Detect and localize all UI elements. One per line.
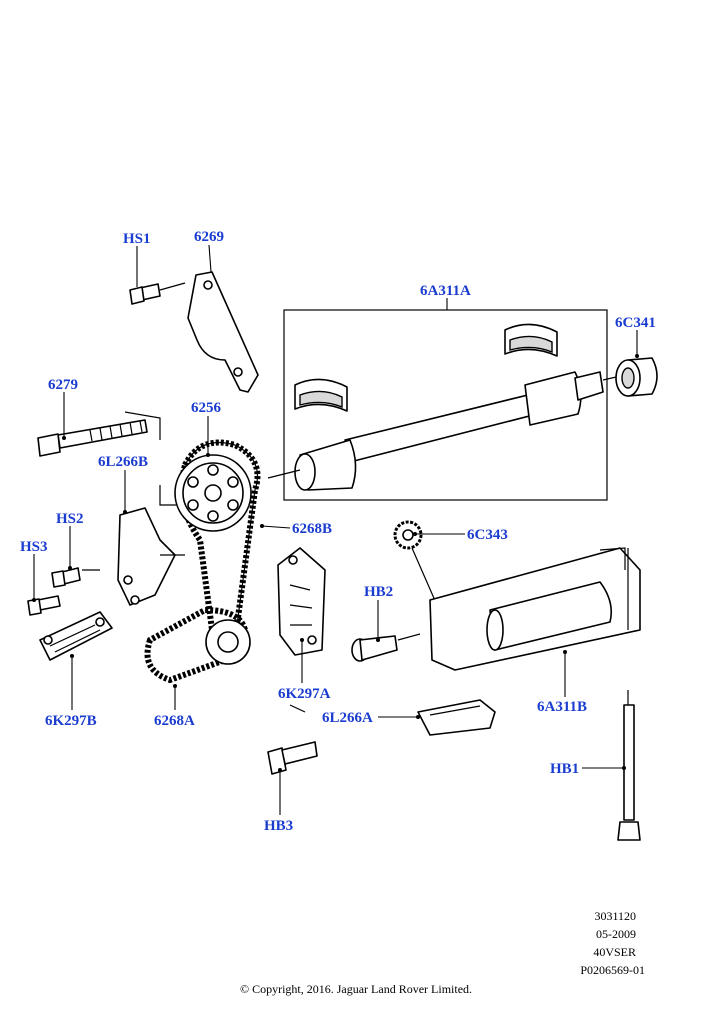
callout-hs1: HS1 [123, 231, 151, 247]
callout-6l266a: 6L266A [322, 710, 373, 726]
bolt-6279 [37, 411, 180, 506]
callout-6k297a: 6K297A [278, 686, 331, 702]
callout-6a311a: 6A311A [420, 283, 471, 299]
callout-hb3: HB3 [264, 818, 293, 834]
callout-6l266b: 6L266B [98, 454, 148, 470]
bush-6c341 [615, 357, 658, 397]
bolt-hs2 [51, 567, 100, 588]
leader-lines [32, 244, 639, 815]
callout-6268a: 6268A [154, 713, 195, 729]
callout-6256: 6256 [191, 400, 222, 416]
footer-ref: 3031120 [594, 909, 636, 923]
plate-6269 [159, 271, 259, 393]
callout-6268b: 6268B [292, 521, 332, 537]
footer-date: 05-2009 [596, 927, 636, 941]
callout-6279: 6279 [48, 377, 78, 393]
footer-model: 40VSER [593, 945, 636, 959]
guide-6k297a [277, 547, 326, 656]
copyright-notice: © Copyright, 2016. Jaguar Land Rover Lim… [240, 982, 472, 996]
callout-6k297b: 6K297B [45, 713, 97, 729]
callout-hs3: HS3 [20, 539, 48, 555]
bolt-hb2 [351, 633, 421, 662]
callout-6269: 6269 [194, 229, 224, 245]
callout-hs2: HS2 [56, 511, 84, 527]
callout-6c341: 6C341 [615, 315, 656, 331]
bolt-hs3 [27, 595, 61, 616]
footer-figure: P0206569-01 [580, 963, 645, 977]
balance-shaft-assembly [267, 309, 626, 501]
callout-6a311b: 6A311B [537, 699, 587, 715]
guide-6k297b [39, 611, 113, 661]
callout-labels: HS1 6269 6A311A 6C341 6279 6256 6L266B H… [20, 229, 656, 834]
callout-6c343: 6C343 [467, 527, 508, 543]
timing-chain-6268a [144, 606, 251, 684]
sprocket-6256 [174, 454, 252, 532]
footer: 3031120 05-2009 40VSER P0206569-01 © Cop… [240, 909, 645, 996]
bolt-hb3 [267, 741, 318, 775]
tensioner-6l266b [117, 507, 185, 606]
tensioner-6l266a [289, 699, 496, 736]
balance-shaft-unit-6a311b [429, 547, 641, 720]
bolt-hb1 [617, 704, 641, 841]
callout-hb2: HB2 [364, 584, 393, 600]
bolt-hs1 [129, 283, 161, 305]
callout-hb1: HB1 [550, 761, 579, 777]
